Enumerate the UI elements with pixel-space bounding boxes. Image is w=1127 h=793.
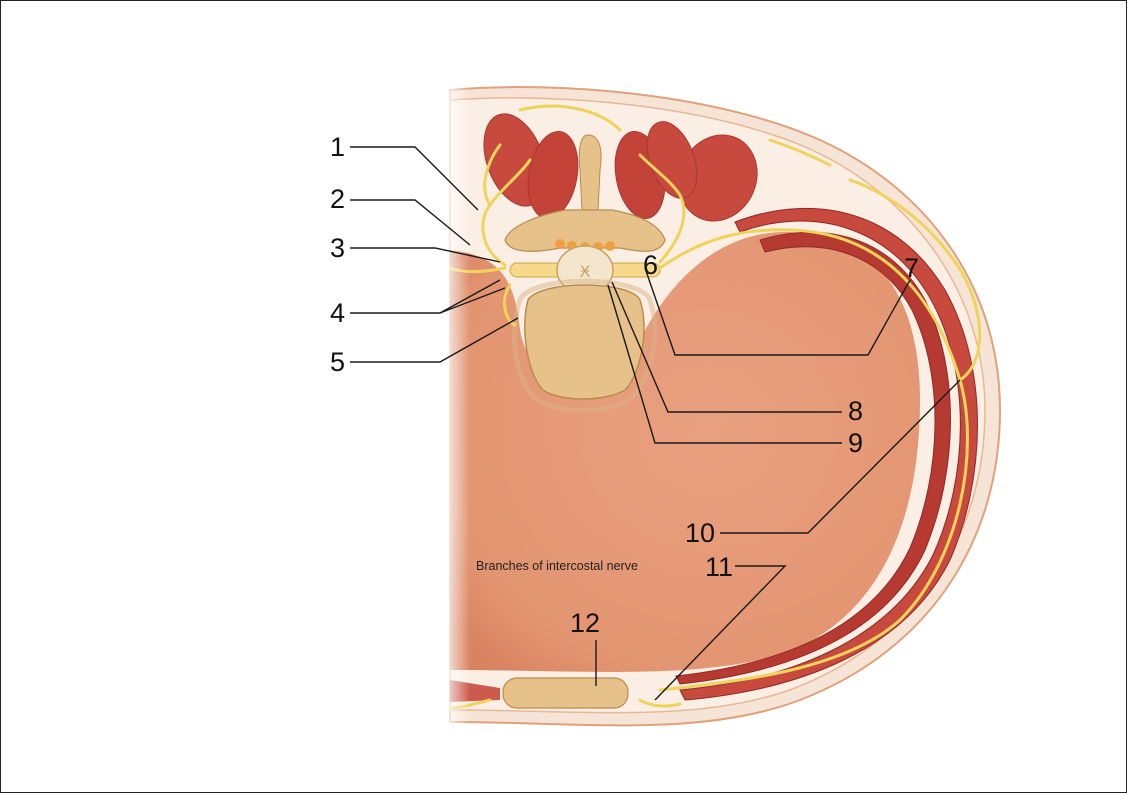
label-7: 7 bbox=[904, 253, 919, 283]
label-12: 12 bbox=[570, 608, 600, 638]
intercostal-nerve-paths bbox=[448, 104, 982, 710]
vertebral-arch bbox=[504, 209, 666, 252]
label-leaders bbox=[350, 146, 961, 701]
leader-10 bbox=[720, 379, 961, 534]
spinous-process bbox=[578, 134, 602, 211]
deep-back-muscles bbox=[483, 113, 758, 222]
leader-11 bbox=[654, 565, 787, 701]
label-6: 6 bbox=[643, 250, 658, 280]
label-11: 11 bbox=[705, 552, 733, 582]
vertebral-body-outline bbox=[512, 278, 658, 413]
section-fade bbox=[440, 80, 470, 730]
leader-9 bbox=[607, 284, 842, 444]
leader-8 bbox=[611, 281, 842, 413]
intercostal-muscle-outer bbox=[679, 207, 978, 701]
leader-4b bbox=[439, 287, 506, 314]
leader-1 bbox=[350, 146, 479, 211]
label-8: 8 bbox=[848, 396, 863, 426]
caption-branches-intercostal-nerve: Branches of intercostal nerve bbox=[476, 559, 638, 573]
grey-matter-glyph: Ӿ bbox=[580, 262, 591, 281]
label-1: 1 bbox=[330, 132, 345, 162]
leader-5 bbox=[350, 317, 519, 363]
label-2: 2 bbox=[330, 184, 345, 214]
leader-3 bbox=[350, 247, 501, 263]
label-4: 4 bbox=[330, 298, 345, 328]
leader-2 bbox=[350, 199, 471, 246]
pleural-cavity bbox=[450, 231, 920, 672]
label-5: 5 bbox=[330, 347, 345, 377]
label-9: 9 bbox=[848, 428, 863, 458]
leader-7 bbox=[644, 267, 911, 356]
sternum bbox=[502, 677, 629, 709]
vertebral-body bbox=[524, 284, 645, 400]
label-10: 10 bbox=[685, 518, 715, 548]
label-3: 3 bbox=[330, 233, 345, 263]
